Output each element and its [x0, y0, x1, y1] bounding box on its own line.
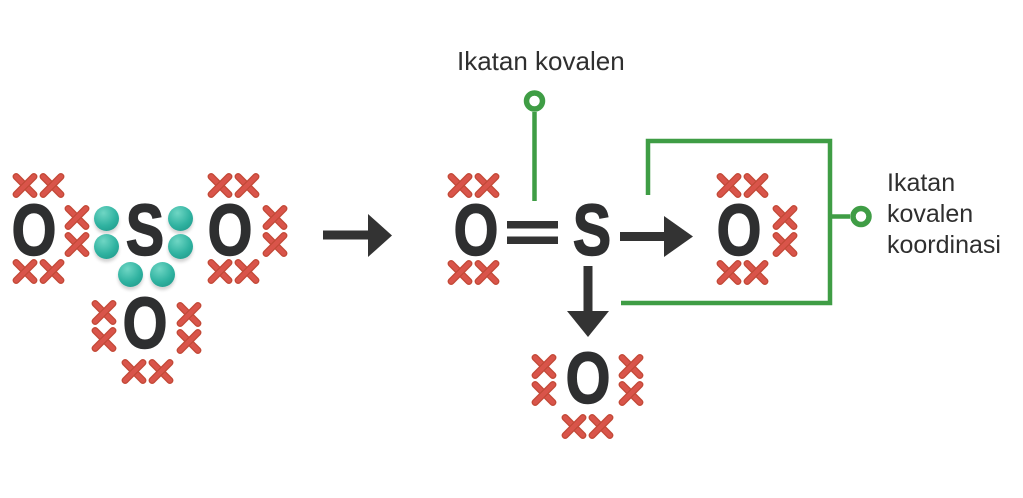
- electron-cross-icon: [91, 299, 117, 325]
- atom-symbol: O: [207, 191, 253, 271]
- electron-cross-icon: [447, 259, 473, 285]
- atom-oxygen-double-bonded: O: [448, 191, 504, 271]
- electron-dot-icon: [118, 262, 143, 287]
- electron-cross-icon: [39, 258, 65, 284]
- electron-cross-icon: [262, 231, 288, 257]
- electron-cross-icon: [148, 358, 174, 384]
- coordinate-bond-arrow-right-icon: [620, 216, 693, 257]
- coordinate-covalent-bond-label: Ikatan kovalen koordinasi: [887, 169, 1001, 259]
- atom-oxygen-coordinate-bottom: O: [560, 339, 616, 419]
- electron-cross-icon: [12, 258, 38, 284]
- electron-cross-icon: [447, 172, 473, 198]
- atom-oxygen-bottom: O: [117, 284, 173, 364]
- electron-cross-icon: [91, 326, 117, 352]
- electron-cross-icon: [772, 231, 798, 257]
- electron-cross-icon: [474, 172, 500, 198]
- electron-cross-icon: [64, 231, 90, 257]
- electron-cross-icon: [262, 204, 288, 230]
- atom-sulfur-center: S: [121, 191, 169, 271]
- electron-dot-icon: [168, 206, 193, 231]
- coordinate-arrow-down-head: [567, 311, 609, 337]
- electron-dot-icon: [168, 234, 193, 259]
- coordinate-bracket-line: [621, 138, 833, 306]
- atom-symbol: O: [453, 191, 499, 271]
- electron-cross-icon: [39, 172, 65, 198]
- electron-cross-icon: [234, 258, 260, 284]
- electron-cross-icon: [12, 172, 38, 198]
- electron-cross-icon: [531, 353, 557, 379]
- atom-symbol: O: [11, 191, 57, 271]
- electron-cross-icon: [618, 353, 644, 379]
- electron-dot-icon: [94, 234, 119, 259]
- electron-cross-icon: [207, 172, 233, 198]
- electron-cross-icon: [474, 259, 500, 285]
- electron-cross-icon: [531, 380, 557, 406]
- electron-dot-icon: [94, 206, 119, 231]
- atom-symbol: S: [572, 191, 612, 271]
- atom-oxygen-left: O: [6, 191, 62, 271]
- atom-symbol: O: [716, 191, 762, 271]
- electron-cross-icon: [234, 172, 260, 198]
- atom-sulfur-center: S: [568, 191, 616, 271]
- double-bond-bar-bottom: [507, 236, 558, 244]
- covalent-bond-label: Ikatan kovalen: [457, 46, 625, 76]
- electron-cross-icon: [121, 358, 147, 384]
- coordinate-arrow-right-head: [664, 216, 693, 257]
- electron-cross-icon: [176, 301, 202, 327]
- electron-cross-icon: [561, 413, 587, 439]
- electron-cross-icon: [176, 328, 202, 354]
- electron-cross-icon: [618, 380, 644, 406]
- electron-cross-icon: [64, 204, 90, 230]
- electron-cross-icon: [716, 172, 742, 198]
- atom-symbol: O: [565, 339, 611, 419]
- double-bond-bar-top: [507, 221, 558, 229]
- reaction-arrow-icon: [323, 214, 392, 257]
- coordinate-pointer-ring-icon: [850, 205, 872, 228]
- electron-dot-icon: [150, 262, 175, 287]
- atom-symbol: O: [122, 284, 168, 364]
- electron-cross-icon: [207, 258, 233, 284]
- electron-cross-icon: [772, 204, 798, 230]
- atom-symbol: S: [125, 191, 165, 271]
- electron-cross-icon: [743, 172, 769, 198]
- atom-oxygen-coordinate-right: O: [711, 191, 767, 271]
- electron-cross-icon: [716, 259, 742, 285]
- reaction-arrow-head: [368, 214, 392, 257]
- electron-cross-icon: [588, 413, 614, 439]
- electron-cross-icon: [743, 259, 769, 285]
- coordinate-bond-arrow-down-icon: [567, 266, 609, 337]
- atom-oxygen-right: O: [202, 191, 258, 271]
- covalent-pointer-ring-icon: [523, 90, 546, 112]
- double-bond: [507, 221, 558, 244]
